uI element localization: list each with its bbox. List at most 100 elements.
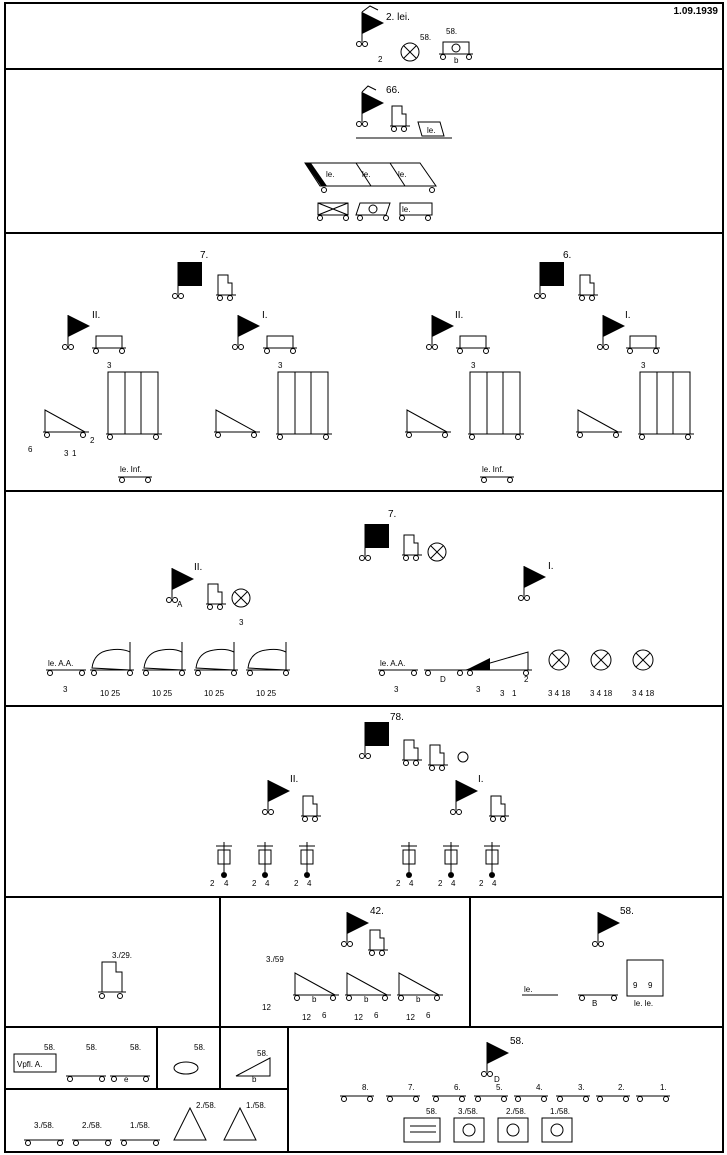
section-vpfl [4,1026,158,1090]
regiment-78-b2-label: II. [290,774,298,785]
column-3: 3. [578,1083,585,1092]
column-wheel [637,1096,643,1102]
mortar-2-label: 10 25 [152,689,173,698]
artillery-b2-hq [205,583,227,610]
section-regiment-42 [219,896,471,1028]
artillery-b2-label: II. [194,562,202,573]
column-2: 2. [618,1083,625,1092]
tri-1-sub12: 12 [302,1013,311,1022]
mortar-4-label: 10 25 [256,689,277,698]
vehicle-58b-label: 58. [257,1049,268,1058]
tri-3-sub12: 12 [406,1013,415,1022]
small-58-icon [173,1061,199,1075]
battery-tri-1-58: 1./58. [246,1101,266,1110]
mortar-3 [193,641,239,676]
column-8: 8. [362,1083,369,1092]
column-wheel [413,1096,419,1102]
tri-2-sub6: 6 [374,1011,379,1020]
mg-5-sub2: 2 [438,879,443,888]
artillery-b2-flag [166,567,195,603]
gun-1 [548,649,570,671]
mg-6-sub2: 2 [479,879,484,888]
unit-58-box [626,959,664,997]
column-wheel [367,1096,373,1102]
battery-1: 1 [512,689,517,698]
gun-1-label: 3 4 18 [548,689,571,698]
small-vehicle-label: le. [402,205,410,214]
mortar-1 [89,641,135,676]
division-label: 66. [386,85,400,96]
bottom-1-58: 1./58. [550,1107,570,1116]
artillery-b2-a: A [177,600,183,609]
svg-text:I.: I. [625,310,631,321]
battery-tri-2-58: 2./58. [196,1101,216,1110]
artillery-flag [359,523,390,561]
sub-6-left: 6 [28,445,33,454]
battery-2-58: 2./58. [82,1121,102,1130]
artillery-b2-ring [231,588,251,608]
column-wheel [515,1096,521,1102]
battery-3a: 3 [476,685,481,694]
sub-3-left: 3 [64,449,69,458]
vehicle-label: 58. [446,27,457,36]
mg-3-sub4: 4 [307,879,312,888]
unit-58-flag [592,911,621,947]
column-wheel [433,1096,439,1102]
small-58-label: 58. [194,1043,205,1052]
laa-right-label: le. A.A. [380,659,405,668]
vpfl-n2: 58. [86,1043,97,1052]
regiment-78-flag [359,721,390,759]
bottom-58: 58. [426,1107,437,1116]
mg-6-sub4: 4 [492,879,497,888]
regiment-78-label: 78. [390,712,404,723]
regiment-78-b2-flag [262,779,291,815]
gun-2 [590,649,612,671]
laa-left-sub: 3 [63,685,68,694]
tri-3-sub6: 6 [426,1011,431,1020]
section-unit-58 [469,896,724,1028]
regiment-flag [356,5,385,47]
artillery-ring-icon [427,542,447,562]
column-1: 1. [660,1083,667,1092]
battery-1-58: 1./58. [130,1121,150,1130]
unit-3-29-label: 3./29. [112,951,132,960]
unit-58-le: le. [524,985,532,994]
tri-2-sub12: 12 [354,1013,363,1022]
svg-text:le. Inf.: le. Inf. [482,465,504,474]
ring-icon [400,42,420,62]
unit-58-9b: 9 [648,981,653,990]
svg-text:3: 3 [471,361,476,370]
vpfl-num: 58. [44,1043,55,1052]
regiment-42-hq [367,929,389,956]
mg-5-sub4: 4 [451,879,456,888]
svg-text:3: 3 [107,361,112,370]
gun-3 [632,649,654,671]
vpfl-e: e [124,1075,129,1084]
column-wheel [459,1096,465,1102]
section-regiment-78 [4,705,724,898]
svg-text:3: 3 [278,361,283,370]
svg-text:le. Inf.: le. Inf. [120,465,142,474]
train-car-2: le. [362,170,370,179]
battery-3b: 3 [500,689,505,698]
train-car-1: le. [326,170,334,179]
vpfl-n3: 58. [130,1043,141,1052]
laa-left-label: le. A.A. [48,659,73,668]
train-car-3: le. [398,170,406,179]
column-wheel [557,1096,563,1102]
column-wheel [341,1096,347,1102]
battery-2: 2 [524,675,529,684]
column-wheel [475,1096,481,1102]
hq-vehicle-icon [389,105,411,132]
mortar-1-label: 10 25 [100,689,121,698]
column-wheel [387,1096,393,1102]
unit-58-label: 58. [620,906,634,917]
mortar-4 [245,641,291,676]
train-icon [304,162,437,193]
mortar-2 [141,641,187,676]
artillery-hq-icon [401,534,423,561]
gun-3-label: 3 4 18 [632,689,655,698]
unit-58-b: B [592,999,597,1008]
vpfl-box [13,1053,57,1073]
